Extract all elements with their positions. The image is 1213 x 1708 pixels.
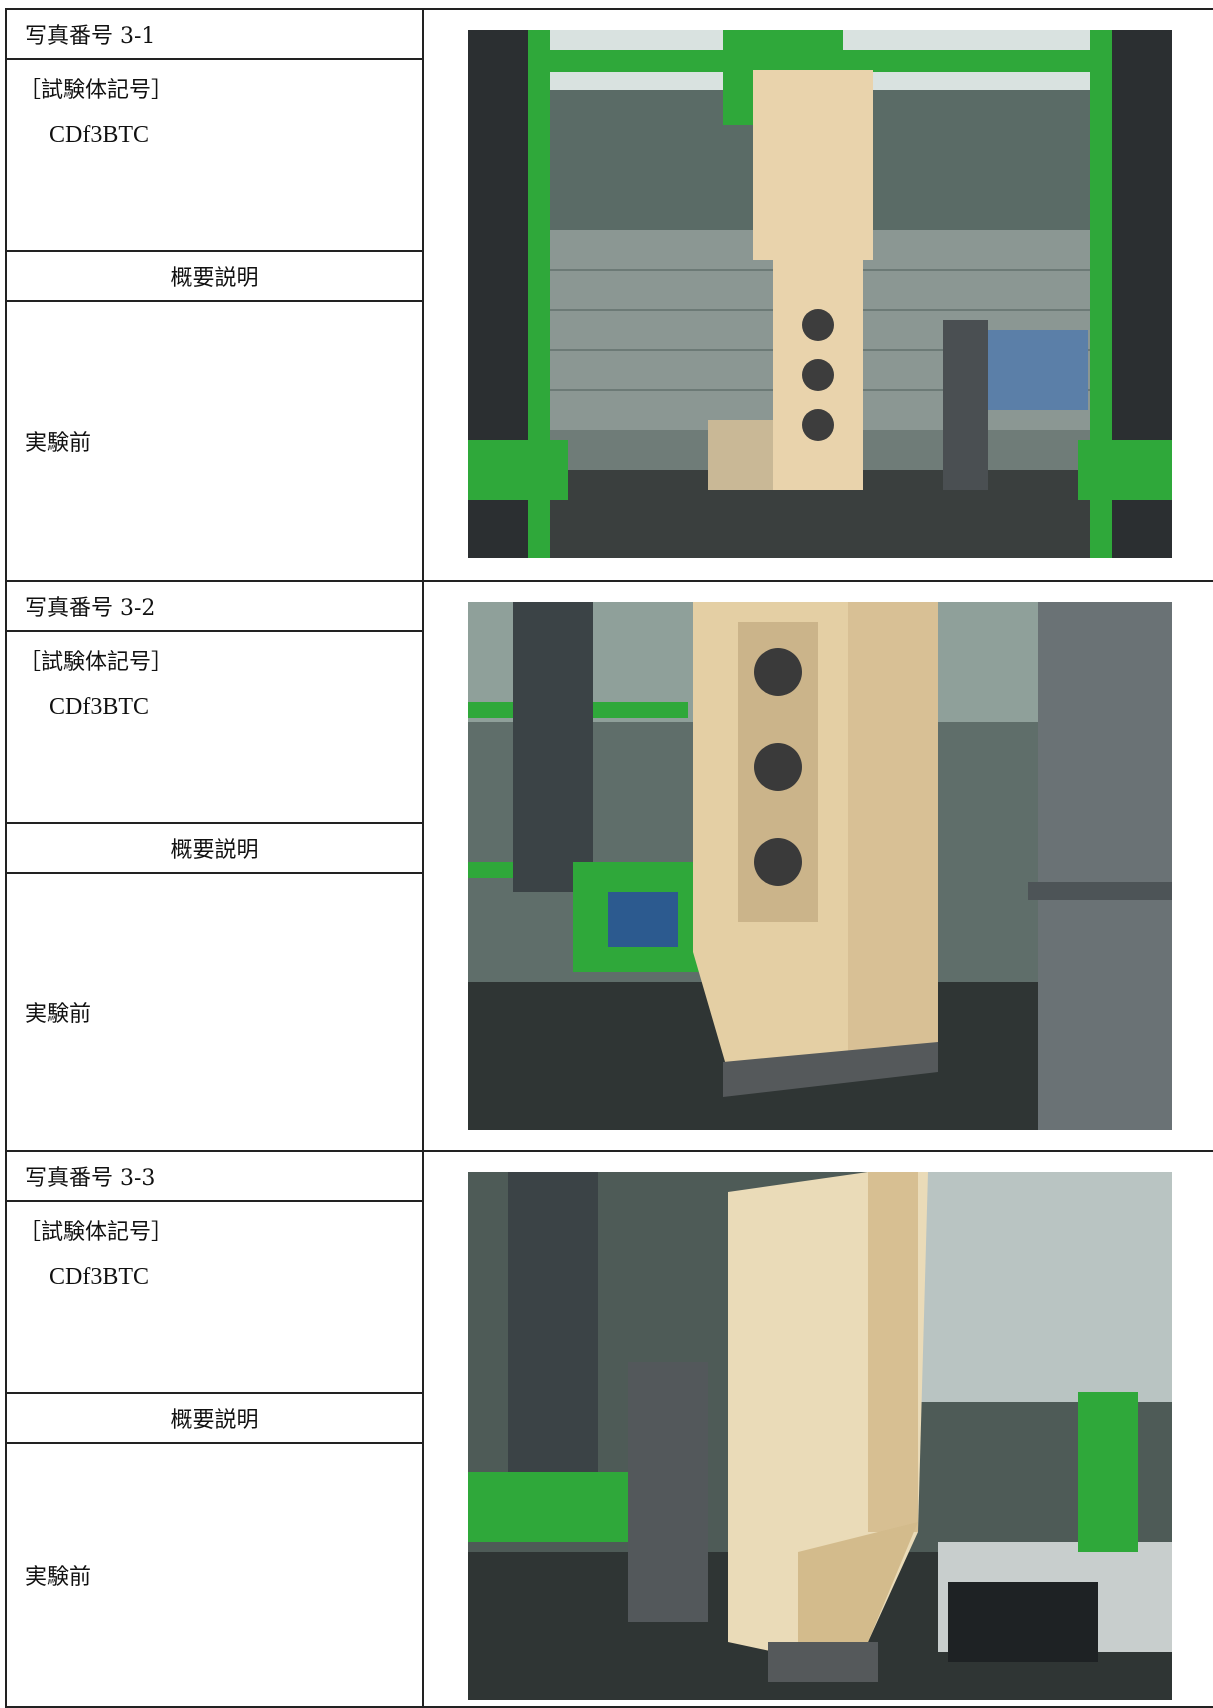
test-photo-front-view	[468, 30, 1172, 558]
photo-record-1: 写真番号 3-1 ［試験体記号］ CDf3BTC 概要説明 実験前	[5, 8, 1213, 580]
description-text: 実験前	[25, 431, 92, 456]
test-photo-side-view	[468, 602, 1172, 1130]
photo-number: 写真番号 3-2	[7, 582, 422, 632]
test-photo-rear-view	[468, 1172, 1172, 1700]
specimen-cell: ［試験体記号］ CDf3BTC	[7, 60, 422, 252]
specimen-label: ［試験体記号］	[19, 1220, 174, 1245]
description-text: 実験前	[25, 1565, 92, 1590]
specimen-label: ［試験体記号］	[19, 78, 174, 103]
record-info-1: 写真番号 3-1 ［試験体記号］ CDf3BTC 概要説明 実験前	[7, 10, 424, 580]
specimen-code: CDf3BTC	[49, 694, 150, 720]
photo-cell-2	[424, 582, 1213, 1150]
description-text: 実験前	[25, 1002, 92, 1027]
summary-header: 概要説明	[7, 1394, 422, 1444]
specimen-code: CDf3BTC	[49, 1264, 150, 1290]
specimen-cell: ［試験体記号］ CDf3BTC	[7, 1202, 422, 1394]
photo-sheet: 写真番号 3-1 ［試験体記号］ CDf3BTC 概要説明 実験前	[5, 8, 1213, 1708]
specimen-label: ［試験体記号］	[19, 650, 174, 675]
photo-cell-1	[424, 10, 1213, 580]
specimen-cell: ［試験体記号］ CDf3BTC	[7, 632, 422, 824]
record-info-2: 写真番号 3-2 ［試験体記号］ CDf3BTC 概要説明 実験前	[7, 582, 424, 1150]
photo-record-2: 写真番号 3-2 ［試験体記号］ CDf3BTC 概要説明 実験前	[5, 580, 1213, 1150]
photo-number: 写真番号 3-3	[7, 1152, 422, 1202]
record-info-3: 写真番号 3-3 ［試験体記号］ CDf3BTC 概要説明 実験前	[7, 1152, 424, 1706]
specimen-code: CDf3BTC	[49, 122, 150, 148]
summary-header: 概要説明	[7, 252, 422, 302]
photo-cell-3	[424, 1152, 1213, 1706]
summary-header: 概要説明	[7, 824, 422, 874]
description: 実験前	[7, 1444, 422, 1706]
description: 実験前	[7, 874, 422, 1150]
photo-record-3: 写真番号 3-3 ［試験体記号］ CDf3BTC 概要説明 実験前	[5, 1150, 1213, 1708]
photo-number: 写真番号 3-1	[7, 10, 422, 60]
description: 実験前	[7, 302, 422, 580]
